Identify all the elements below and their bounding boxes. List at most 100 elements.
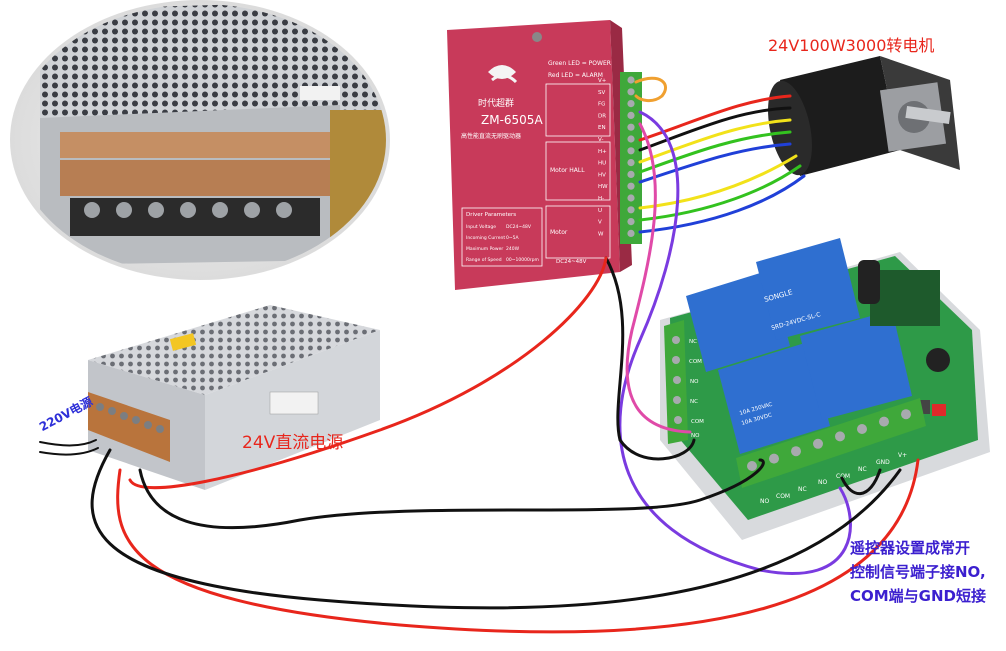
driver-terminal-label: HW [598,184,608,190]
driver-terminal-screw [627,206,635,214]
led-red-label: Red LED = ALARM [548,72,603,79]
driver-input-label: DC24~48V [556,259,587,265]
relay [686,238,912,454]
driver-terminal-label: FG [598,102,605,108]
param-value: 0~5A [506,235,519,241]
relay-terminal-screw [857,424,867,434]
relay-bottom-terminal-labels: NO COM NC NO COM NC GND V+ [760,452,907,505]
motor-wire-yellow-2 [638,154,798,210]
driver-terminal-screw [627,170,635,178]
terminal-label: COM [691,419,704,425]
driver-logo [488,65,518,84]
driver-terminal-label: V+ [598,78,607,84]
orange-jumper-wire [634,76,668,103]
terminal-label: V+ [898,452,907,459]
driver-terminal-screw [627,100,635,108]
terminal-label: NC [690,399,698,405]
driver-terminal-label: W [598,231,604,237]
driver-terminal-label: H- [598,196,604,202]
terminal-label: NO [691,433,700,439]
terminal-label: NC [798,486,807,493]
terminal-label: COM [689,359,702,365]
motor-label: 24V100W3000转电机 [768,36,935,55]
terminal-label: NC [689,339,697,345]
driver-terminal-label: HU [598,161,606,167]
param-name: Range of Speed [466,257,502,263]
driver-terminal-label: V- [598,137,603,143]
ground-wire-black-loop [90,448,902,610]
terminal-label: NO [760,498,769,505]
driver-terminal-label: SV [598,90,605,96]
driver-brand: 时代超群 [478,97,514,109]
driver-terminal-screw [627,229,635,237]
driver-terminal-label: EN [598,125,606,131]
psu-terminal-strip [88,392,170,462]
note-line: COM端与GND短接 [850,587,987,605]
driver-terminal-screw [627,111,635,119]
param-value: DC24~48V [506,224,532,230]
driver-terminal-screw [627,159,635,167]
terminal-label: COM [776,493,790,500]
terminal-label: COM [836,473,850,480]
motor-wire-black [638,106,792,152]
note-line: 控制信号端子接NO, [850,563,986,581]
driver-terminal-screw [627,182,635,190]
driver-terminal-screw [627,123,635,131]
terminal-label: NO [690,379,699,385]
note-line: 遥控器设置成常开 [850,539,971,557]
receiver-module [858,260,950,416]
driver-subtitle: 高性能直流无刷驱动器 [461,132,521,140]
relay-terminal-screw [791,446,801,457]
power-supply [88,305,380,490]
ac-input-wire [39,439,97,447]
param-value: 240W [506,246,520,252]
param-name: Maximum Power [466,246,503,252]
com-gnd-jumper-wire [840,468,882,496]
driver-terminal-screw [627,88,635,96]
signal-wire-purple [618,110,852,576]
params-title: Driver Parameters [466,212,516,218]
hall-block-label: Motor HALL [550,167,585,174]
relay-terminal-screw [835,431,845,442]
remote-setup-note: 遥控器设置成常开 控制信号端子接NO, COM端与GND短接 [850,536,986,608]
ac-input-wire-2 [39,447,99,456]
relay-terminal-screw [901,409,911,420]
ground-wire-black-short [138,458,765,530]
motor-wire-blue [638,142,792,184]
relay-left-terminal-block [664,320,688,444]
ground-wire-black [604,256,696,461]
driver-parameters-table: Driver Parameters Input Voltage DC24~48V… [461,207,543,267]
power-supply-label: 24V直流电源 [242,433,344,453]
motor-wire-yellow [638,118,792,164]
driver-terminal-screw [627,194,635,202]
led-green-label: Green LED = POWER [548,60,611,67]
driver-terminal-label: V [598,220,602,226]
terminal-label: NO [818,479,827,486]
driver-terminal-screw [627,218,635,226]
motor-wire-green-2 [638,164,802,222]
relay-terminal-screw [813,438,823,449]
screw-terminals [70,198,320,236]
driver-terminal-screw [627,147,635,155]
driver-model: ZM-6505A [481,113,543,127]
terminal-label: NC [858,466,867,473]
motor-wire-red [638,94,792,142]
terminal-label: GND [876,459,890,466]
driver-terminal-label: H+ [598,149,607,155]
motor-driver: 时代超群 ZM-6505A 高性能直流无刷驱动器 Green LED = POW… [447,20,642,290]
relay-terminal-screw [879,416,889,427]
power-wire-red-main [128,256,608,490]
wires [39,76,920,634]
motor-wire-green [638,130,792,174]
driver-terminal-screw [627,76,635,84]
param-name: Input Voltage [466,224,496,230]
psu-closeup [10,0,390,280]
motor-wire-blue-2 [638,174,806,234]
power-wire-red-loop [116,458,920,634]
relay-terminal-screw [747,461,757,471]
relay-left-terminal-labels: NC COM NO NC COM NO [689,339,704,439]
bldc-motor [768,56,960,176]
relay-bottom-terminal-block [736,398,926,488]
signal-wire-pink [625,122,692,434]
